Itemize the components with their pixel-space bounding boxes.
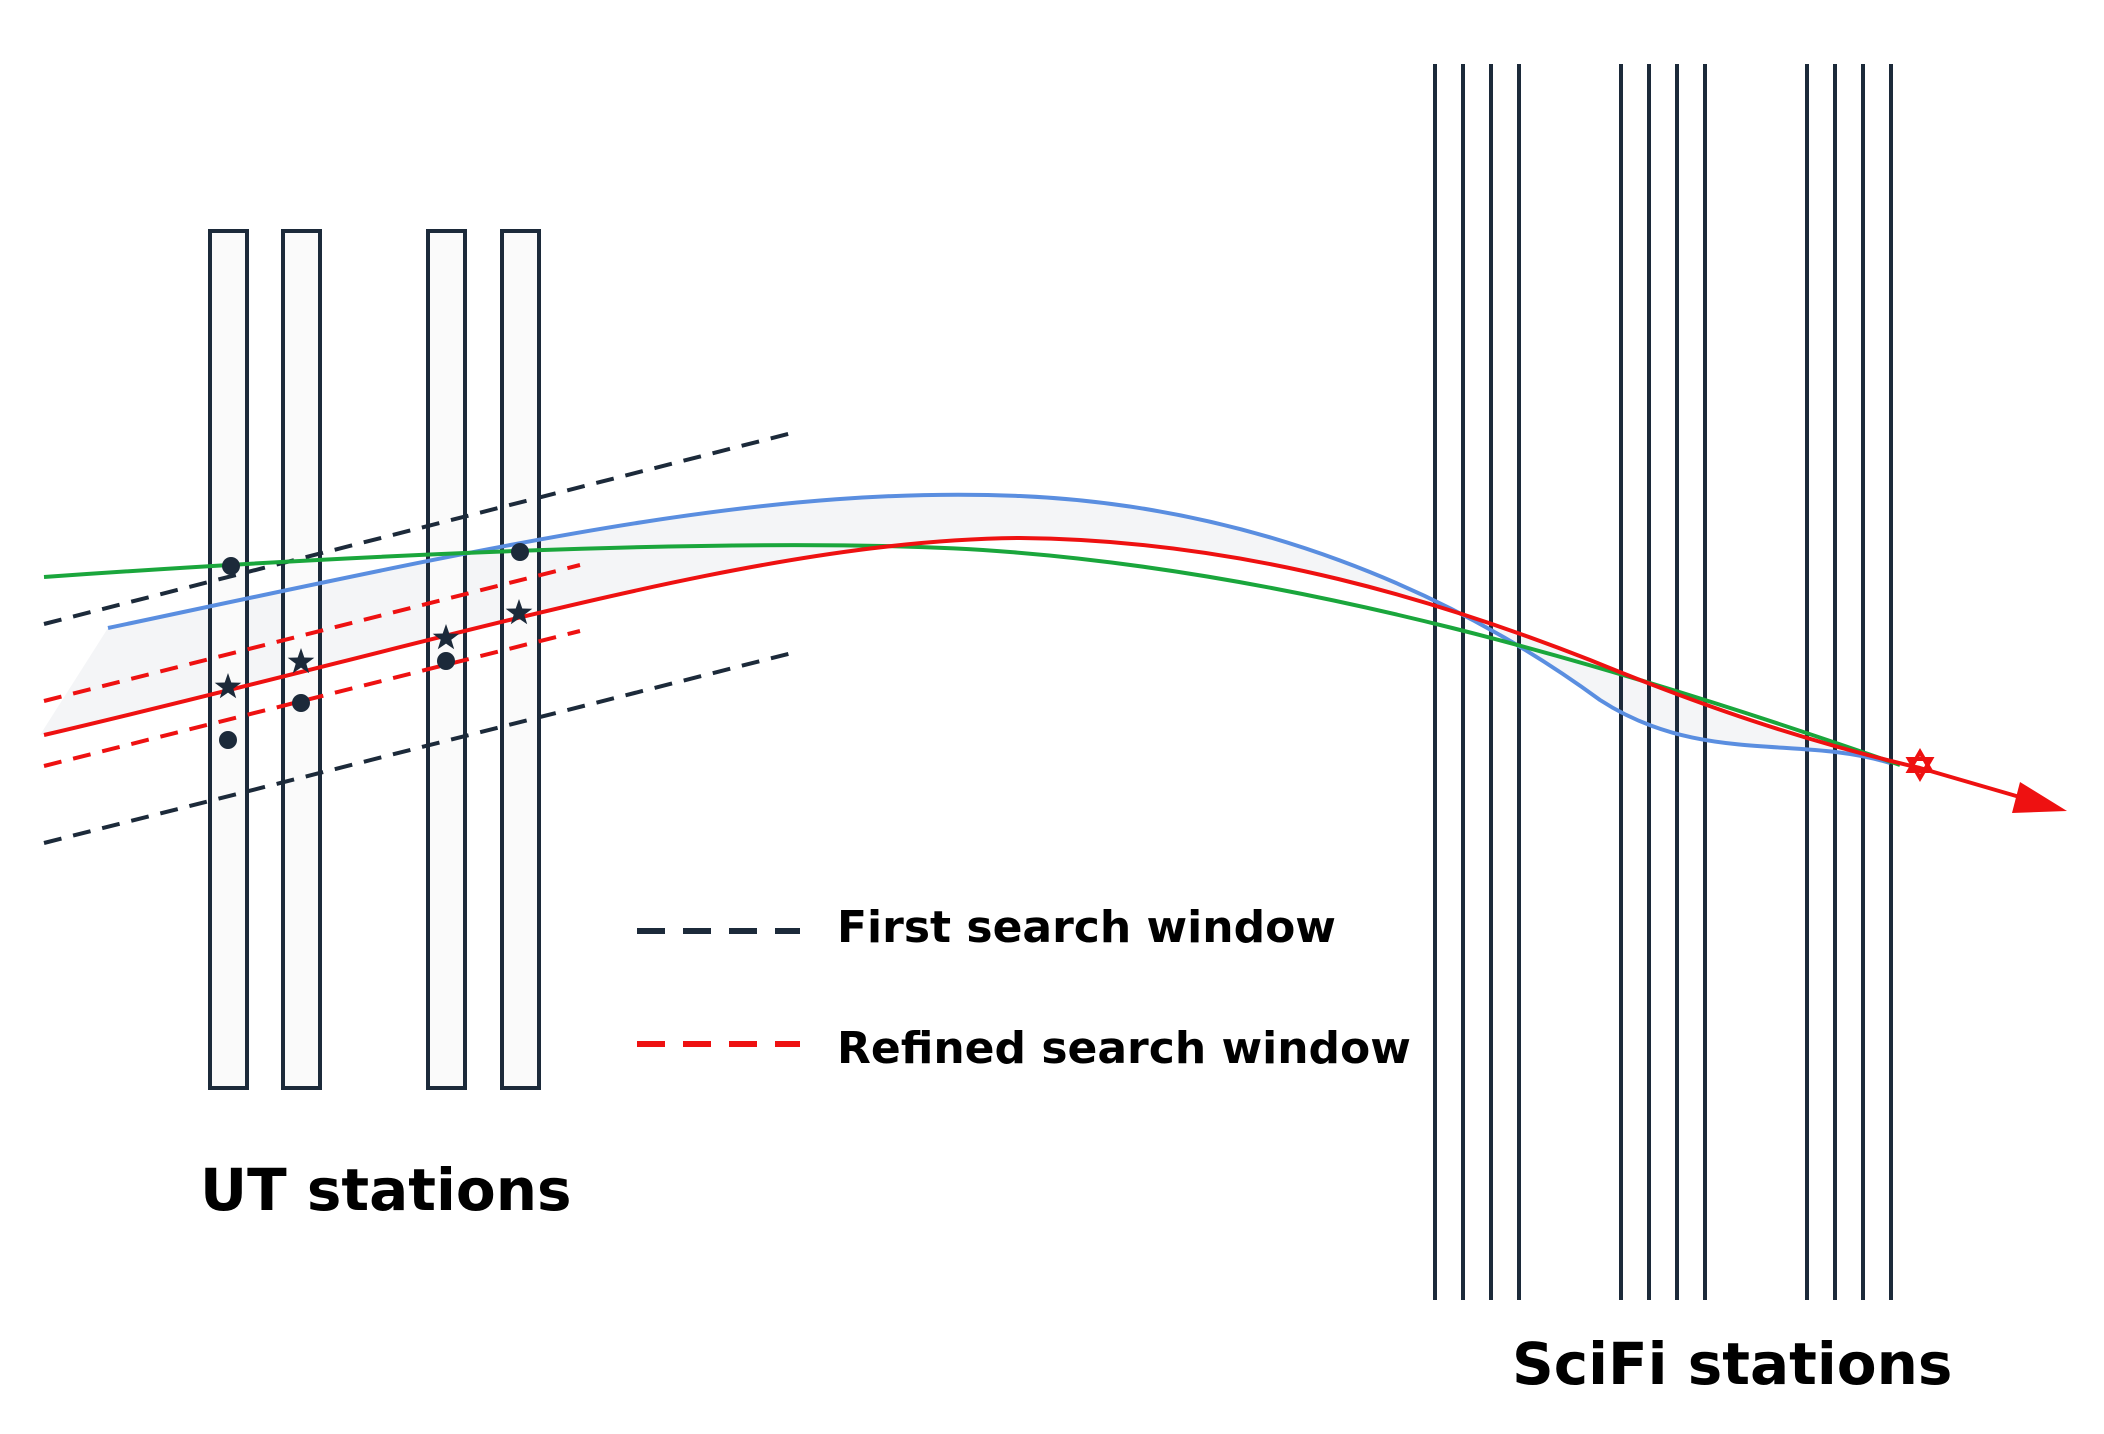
red-track xyxy=(43,535,2031,802)
candidate-star-icon xyxy=(287,648,315,674)
ut-candidates xyxy=(214,599,533,699)
refined-window-upper xyxy=(43,563,581,703)
red-track-arrowhead xyxy=(2012,782,2067,813)
green-track xyxy=(43,543,1901,767)
hit-dot xyxy=(437,652,455,670)
candidate-star-icon xyxy=(214,673,242,699)
hit-dot xyxy=(511,543,529,561)
legend-refined-label: Refined search window xyxy=(837,1023,1411,1074)
first-window-upper xyxy=(43,431,793,626)
ut-stations-label: UT stations xyxy=(200,1156,572,1224)
candidate-star-icon xyxy=(505,599,533,625)
ut-station-4 xyxy=(500,229,541,1090)
refined-search-window xyxy=(43,563,581,768)
hit-dot xyxy=(292,694,310,712)
ut-station-1 xyxy=(208,229,249,1090)
legend xyxy=(637,928,800,1047)
ut-hits xyxy=(219,543,529,749)
refined-window-lower xyxy=(43,629,581,768)
first-window-lower xyxy=(43,651,793,845)
legend-first-label: First search window xyxy=(837,902,1336,953)
candidate-star-icon xyxy=(432,624,460,650)
first-search-window xyxy=(43,431,793,845)
scifi-stations xyxy=(1433,64,1893,1300)
hit-dot xyxy=(222,557,240,575)
scifi-stations-label: SciFi stations xyxy=(1512,1330,1953,1398)
scifi-endpoint-star-icon xyxy=(1905,748,1935,782)
blue-track xyxy=(107,492,1891,765)
hit-dot xyxy=(219,731,237,749)
